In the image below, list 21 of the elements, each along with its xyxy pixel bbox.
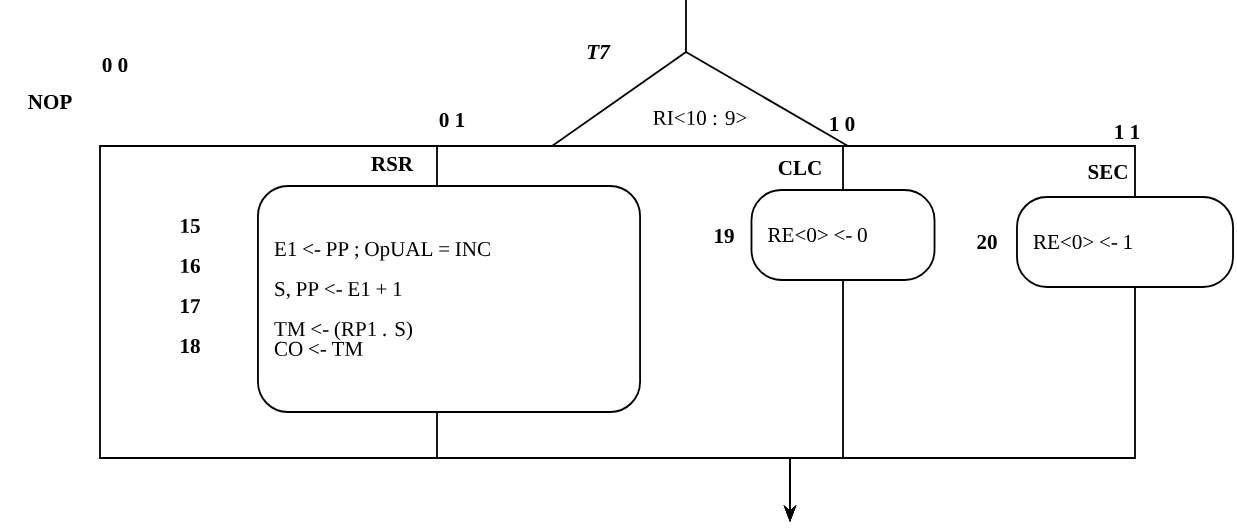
step-number: 16 [181, 258, 200, 274]
step-number: 18 [181, 338, 200, 354]
connector [847, 145, 1136, 197]
branch-label: 1 1 [1115, 125, 1140, 139]
process-box: RE<0> <- 1 [1016, 196, 1234, 288]
step-number: 17 [181, 299, 201, 313]
process-box: E1 <- PP ; OpUAL = INC S, PP <- E1 + 1 TM <- (RP1 . S) CO <- TM [257, 185, 641, 413]
branch-label: SEC [1088, 164, 1127, 180]
branch-label: RSR [371, 156, 414, 172]
connector [842, 145, 849, 190]
branch-label: CLC [778, 160, 821, 176]
branch-label: 0 1 [439, 112, 465, 128]
branch-label: 0 0 [102, 57, 128, 73]
branch-label: 1 0 [830, 116, 855, 132]
connector [685, 0, 687, 53]
step-number: 20 [977, 234, 997, 250]
step-title: T7 [587, 45, 611, 59]
branch-label: NOP [28, 94, 72, 110]
step-number: 19 [715, 228, 734, 244]
step-number: 15 [181, 218, 200, 234]
process-box: RE<0> <- 0 [750, 189, 936, 281]
